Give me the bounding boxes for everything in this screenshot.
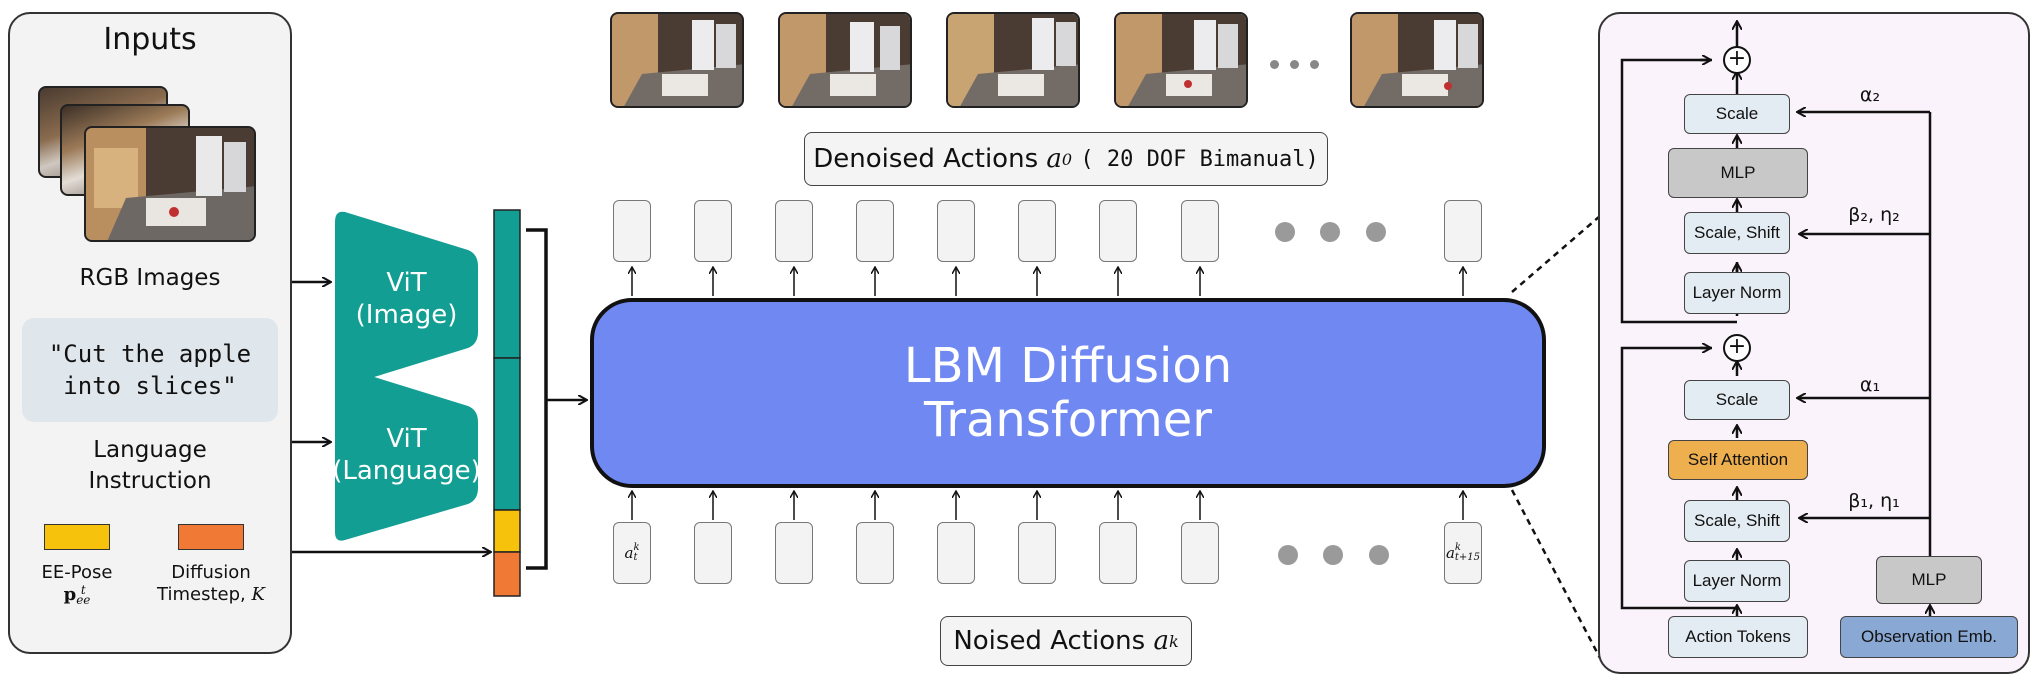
output-token: [1018, 200, 1056, 262]
input-token: [937, 522, 975, 584]
scale-box-top: Scale: [1684, 94, 1790, 134]
layer-norm-box-top: Layer Norm: [1684, 272, 1790, 314]
beta-eta1-label: β₁, η₁: [1848, 490, 1900, 512]
vit-language-encoder: ViT (Language): [332, 406, 481, 504]
ee-pose-label: EE-Pose: [41, 562, 113, 583]
output-token: [1181, 200, 1219, 262]
output-token: [1099, 200, 1137, 262]
rgb-images-label: RGB Images: [79, 265, 221, 291]
input-ellipsis-dot-2: [1323, 545, 1343, 565]
input-token: [1018, 522, 1056, 584]
output-token: [775, 200, 813, 262]
vit-image-line1: ViT: [386, 268, 427, 298]
lbm-title-line1: LBM Diffusion: [903, 338, 1233, 394]
scale-shift-box-bottom: Scale, Shift: [1684, 500, 1790, 542]
output-token: [856, 200, 894, 262]
plus-bottom-icon: +: [1727, 334, 1747, 359]
alpha2-label: α₂: [1859, 84, 1881, 106]
layer-norm-box-bottom: Layer Norm: [1684, 560, 1790, 602]
vit-image-line2: (Image): [355, 300, 458, 330]
action-tokens-box: Action Tokens: [1668, 616, 1808, 658]
frames-ellipsis-dot-1: [1270, 60, 1279, 69]
output-frame-2: [778, 12, 912, 108]
output-ellipsis-dot-3: [1366, 222, 1386, 242]
lbm-title-line2: Transformer: [923, 392, 1212, 448]
beta-eta2-label: β₂, η₂: [1848, 204, 1900, 226]
rgb-image-front: [84, 126, 256, 242]
language-instruction-box: "Cut the apple into slices": [22, 318, 278, 422]
residual-add-bottom: [1723, 334, 1751, 362]
conditioning-mlp-box: MLP: [1876, 556, 1982, 604]
vit-language-shape: [335, 367, 478, 541]
ee-pose-swatch: [44, 524, 110, 550]
scale-box-bottom: Scale: [1684, 380, 1790, 420]
scale-shift-box-top: Scale, Shift: [1684, 212, 1790, 254]
plus-top-icon: +: [1727, 46, 1747, 71]
input-token: [856, 522, 894, 584]
language-label-line1: Language: [93, 437, 207, 463]
frames-ellipsis-dot-3: [1310, 60, 1319, 69]
mlp-box: MLP: [1668, 148, 1808, 198]
diffusion-timestep-swatch: [178, 524, 244, 550]
output-token: [694, 200, 732, 262]
output-ellipsis-dot-2: [1320, 222, 1340, 242]
output-frame-3: [946, 12, 1080, 108]
output-ellipsis-dot-1: [1275, 222, 1295, 242]
output-token: [937, 200, 975, 262]
inputs-title: Inputs: [103, 22, 197, 57]
output-token: [1444, 200, 1482, 262]
vit-image-encoder: ViT (Image): [335, 250, 478, 348]
input-ellipsis-dot-1: [1278, 545, 1298, 565]
vit-language-line2: (Language): [332, 456, 481, 486]
self-attention-box: Self Attention: [1668, 440, 1808, 480]
input-token: [1099, 522, 1137, 584]
diffusion-label: Diffusion: [171, 562, 251, 583]
vit-language-line1: ViT: [386, 424, 427, 454]
alpha1-label: α₁: [1859, 374, 1881, 396]
input-ellipsis-dot-3: [1369, 545, 1389, 565]
vit-image-shape: [335, 211, 478, 387]
output-frame-4: [1114, 12, 1248, 108]
residual-add-top: [1723, 46, 1751, 74]
output-frame-5: [1350, 12, 1484, 108]
frames-ellipsis-dot-2: [1290, 60, 1299, 69]
language-label-line2: Instruction: [88, 468, 212, 494]
observation-embedding-box: Observation Emb.: [1840, 616, 2018, 658]
timestep-label: Timestep, K: [157, 584, 265, 605]
input-token: [775, 522, 813, 584]
output-frame-1: [610, 12, 744, 108]
output-token: [613, 200, 651, 262]
input-token: [1181, 522, 1219, 584]
input-token: [694, 522, 732, 584]
